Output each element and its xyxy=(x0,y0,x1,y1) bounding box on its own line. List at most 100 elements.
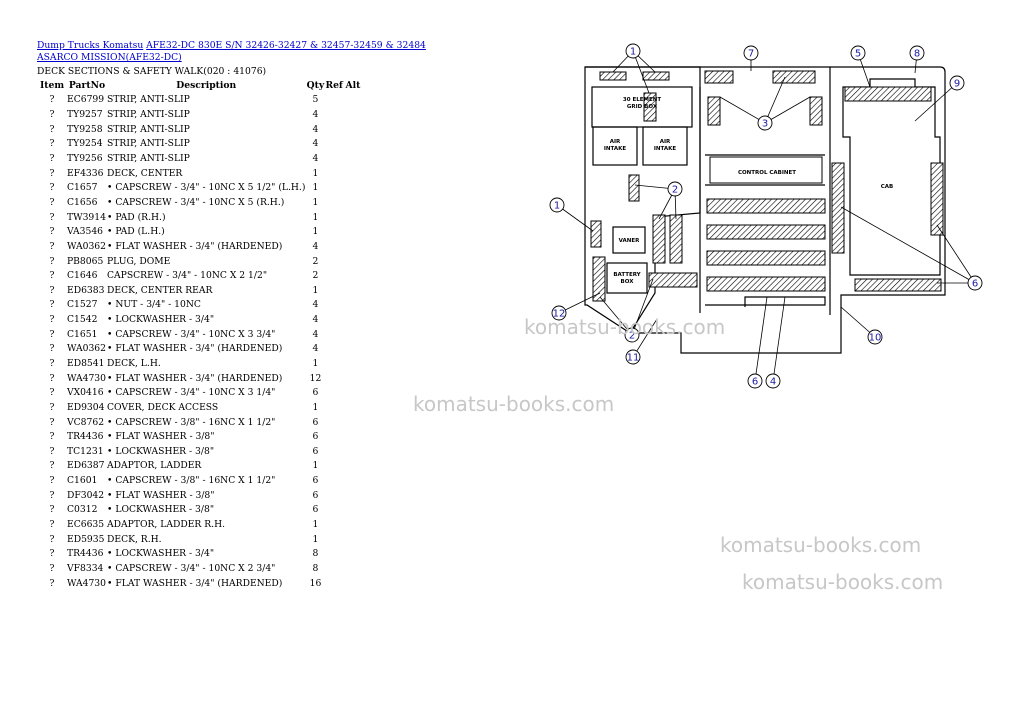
cab-label: CAB xyxy=(881,184,894,190)
item-cell: ? xyxy=(49,431,55,443)
qty-cell: 8 xyxy=(312,562,319,574)
description-cell: DECK, CENTER REAR xyxy=(107,284,213,296)
partno-cell: WA4730 xyxy=(67,372,107,384)
item-cell: ? xyxy=(49,416,55,428)
partno-cell: C1651 xyxy=(67,328,98,340)
callout-number: 6 xyxy=(752,377,758,388)
item-cell: ? xyxy=(49,475,55,487)
ref-cell xyxy=(325,517,342,532)
item-cell: ? xyxy=(49,328,55,340)
partno-cell: TY9257 xyxy=(67,109,103,121)
description-cell: ADAPTOR, LADDER xyxy=(107,460,202,472)
callout-number: 2 xyxy=(629,331,635,342)
description-cell: • CAPSCREW - 3/4" - 10NC X 3 3/4" xyxy=(107,328,276,340)
vaner-label: VANER xyxy=(619,238,641,244)
callout-circle xyxy=(625,43,641,59)
item-cell: ? xyxy=(49,460,55,472)
alt-cell xyxy=(343,488,363,503)
description-cell: • CAPSCREW - 3/8" - 16NC X 1 1/2" xyxy=(107,475,276,487)
description-cell: • CAPSCREW - 3/4" - 10NC X 3 1/4" xyxy=(107,387,276,399)
partno-cell: ED8541 xyxy=(67,357,105,369)
alt-cell xyxy=(343,444,363,459)
description-cell: • NUT - 3/4" - 10NC xyxy=(107,299,201,311)
alt-cell xyxy=(343,503,363,518)
air-intake-left xyxy=(592,126,638,166)
qty-cell: 4 xyxy=(312,299,319,311)
partno-cell: EC6635 xyxy=(67,519,105,531)
qty-cell: 2 xyxy=(312,255,319,267)
description-cell: • PAD (L.H.) xyxy=(107,226,165,238)
description-cell: • FLAT WASHER - 3/4" (HARDENED) xyxy=(107,240,283,252)
callout-number: 6 xyxy=(972,279,978,290)
partno-cell: VA3546 xyxy=(67,226,104,238)
ref-cell xyxy=(325,180,342,195)
ref-cell xyxy=(325,532,342,547)
table-row: ?VX0416• CAPSCREW - 3/4" - 10NC X 3 1/4"… xyxy=(37,385,363,400)
qty-cell: 4 xyxy=(312,328,319,340)
ref-cell xyxy=(325,210,342,225)
callout-number: 4 xyxy=(770,377,776,388)
partno-cell: ED9304 xyxy=(67,401,105,413)
ref-cell xyxy=(325,137,342,152)
partno-cell: WA0362 xyxy=(67,343,107,355)
link-model[interactable]: AFE32-DC 830E S/N 32426-32427 & 32457-32… xyxy=(37,40,426,63)
description-cell: PLUG, DOME xyxy=(107,255,171,267)
qty-cell: 4 xyxy=(312,343,319,355)
table-row: ?TW3914• PAD (R.H.)1 xyxy=(37,210,363,225)
ref-cell xyxy=(325,151,342,166)
table-row: ?TR4436• FLAT WASHER - 3/8"6 xyxy=(37,429,363,444)
description-cell: ADAPTOR, LADDER R.H. xyxy=(107,519,226,531)
table-row: ?TR4436• LOCKWASHER - 3/4"8 xyxy=(37,547,363,562)
partno-cell: TY9256 xyxy=(67,153,103,165)
table-row: ?DF3042• FLAT WASHER - 3/8"6 xyxy=(37,488,363,503)
callout-circle xyxy=(624,327,640,343)
partno-cell: TR4436 xyxy=(67,548,104,560)
ref-cell xyxy=(325,473,342,488)
table-row: ?C1657• CAPSCREW - 3/4" - 10NC X 5 1/2" … xyxy=(37,180,363,195)
qty-cell: 1 xyxy=(312,284,319,296)
table-row: ? C1651 • CAPSCREW - 3/4" - 10NC X 3 3/4" 4 xyxy=(37,327,363,342)
item-cell: ? xyxy=(49,226,55,238)
qty-cell: 1 xyxy=(312,533,319,545)
qty-cell: 1 xyxy=(312,357,319,369)
header-description: Description xyxy=(176,79,237,91)
description-cell: STRIP, ANTI-SLIP xyxy=(107,94,190,106)
item-cell: ? xyxy=(49,196,55,208)
partno-cell: PB8065 xyxy=(67,255,104,267)
qty-cell: 1 xyxy=(312,167,319,179)
qty-cell: 1 xyxy=(312,196,319,208)
description-cell: • LOCKWASHER - 3/8" xyxy=(107,445,215,457)
table-row: ?C1542• LOCKWASHER - 3/4"4 xyxy=(37,312,363,327)
qty-cell: 1 xyxy=(312,211,319,223)
alt-cell xyxy=(343,254,363,269)
alt-cell xyxy=(343,327,363,342)
description-cell: • CAPSCREW - 3/4" - 10NC X 5 (R.H.) xyxy=(107,196,285,208)
link-dump-trucks-komatsu[interactable]: Dump Trucks Komatsu xyxy=(37,40,144,51)
grid-box xyxy=(591,86,693,128)
description-cell: STRIP, ANTI-SLIP xyxy=(107,123,190,135)
item-cell: ? xyxy=(49,255,55,267)
callout-number: 1 xyxy=(554,201,560,212)
callout-number: 1 xyxy=(630,47,636,58)
partno-cell: C1656 xyxy=(67,196,98,208)
description-cell: • FLAT WASHER - 3/4" (HARDENED) xyxy=(107,372,283,384)
battery-box-label-1: BATTERY xyxy=(613,272,641,278)
description-cell: COVER, DECK ACCESS xyxy=(107,401,219,413)
watermark: komatsu-books.com xyxy=(413,392,615,416)
watermark: komatsu-books.com xyxy=(742,570,944,594)
partno-cell: C1657 xyxy=(67,182,98,194)
description-cell: • FLAT WASHER - 3/8" xyxy=(107,489,215,501)
alt-cell xyxy=(343,180,363,195)
ref-cell xyxy=(325,327,342,342)
partno-cell: TY9254 xyxy=(67,138,103,150)
